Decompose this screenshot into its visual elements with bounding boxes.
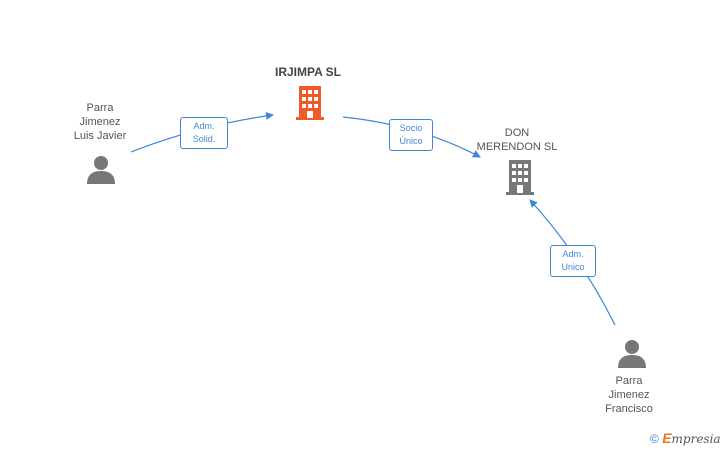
person-icon-parra-francisco[interactable] — [617, 339, 647, 369]
node-label-don-merendon[interactable]: DON MERENDON SL — [470, 126, 564, 154]
edge-label-line: Único — [399, 136, 423, 146]
building-icon-don-merendon[interactable] — [504, 160, 536, 195]
person-icon-parra-luis[interactable] — [86, 155, 116, 185]
copyright-icon: © — [650, 432, 659, 446]
edge-label-line: Unico — [561, 262, 585, 272]
node-label-line: Luis Javier — [73, 130, 127, 142]
empresia-watermark: © Empresia — [650, 430, 721, 446]
node-label-line: Francisco — [605, 403, 653, 415]
node-label-line: Parra — [86, 102, 114, 114]
edge-label-line: Adm. — [193, 121, 215, 131]
empresia-logo-text: mpresia — [671, 432, 721, 446]
edge-label-socio-unico[interactable]: Socio Único — [389, 119, 433, 151]
node-label-irjimpa[interactable]: IRJIMPA SL — [274, 65, 341, 79]
node-label-line: Jimenez — [79, 116, 121, 128]
node-label-parra-francisco[interactable]: Parra Jimenez Francisco — [589, 374, 669, 416]
node-label-line: MERENDON SL — [476, 141, 558, 153]
edge-label-line: Socio — [399, 123, 423, 133]
building-icon-main[interactable] — [294, 86, 326, 120]
edge-label-adm-solid[interactable]: Adm. Solid. — [180, 117, 228, 149]
edge-label-line: Adm. — [562, 249, 584, 259]
node-label-line: Jimenez — [608, 389, 650, 401]
node-label-parra-luis[interactable]: Parra Jimenez Luis Javier — [60, 101, 140, 143]
empresia-logo-initial: E — [662, 430, 672, 446]
edge-label-line: Solid. — [192, 134, 216, 144]
edge-label-adm-unico[interactable]: Adm. Unico — [550, 245, 596, 277]
node-label-line: Parra — [615, 375, 643, 387]
node-label-line: DON — [504, 127, 530, 139]
